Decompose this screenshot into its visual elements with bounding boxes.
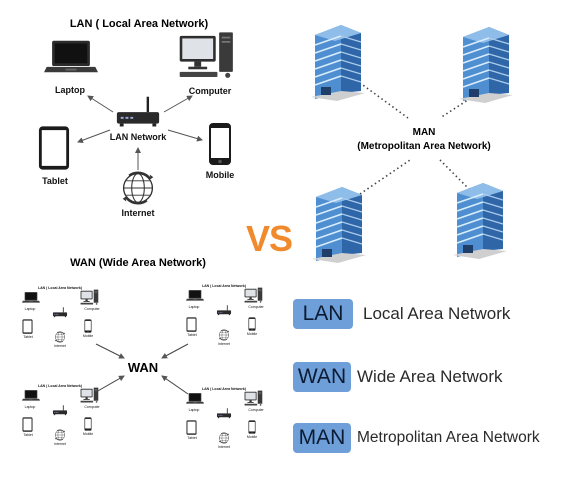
mobile-icon: [84, 319, 92, 333]
legend-badge-wan: WAN: [293, 362, 351, 392]
mobile-icon: [209, 123, 231, 165]
mini-lan-title: LAN ( Local Area Network): [202, 387, 246, 391]
laptop-icon: [186, 290, 204, 301]
mini-lan-top-right: LAN ( Local Area Network) Laptop Compute…: [186, 284, 265, 346]
router-icon: [216, 305, 232, 316]
building-icon: [311, 186, 367, 264]
building-icon: [310, 24, 366, 102]
laptop-icon: [22, 390, 40, 401]
mini-mobile-label: Mobile: [83, 334, 93, 338]
man-title-line2: (Metropolitan Area Network): [357, 141, 491, 152]
mini-lan-top-left: LAN ( Local Area Network) Laptop Compute…: [22, 286, 101, 348]
building-icon: [458, 26, 514, 104]
legend-item-lan: LAN Local Area Network: [293, 299, 510, 329]
internet-icon: [218, 329, 230, 341]
mini-internet-label: Internet: [218, 445, 230, 449]
tablet-icon: [22, 319, 33, 334]
wan-title: WAN (Wide Area Network): [70, 257, 206, 269]
mini-internet-label: Internet: [54, 344, 66, 348]
mobile-icon: [84, 417, 92, 431]
building-icon: [452, 182, 508, 260]
laptop-icon: [186, 393, 204, 404]
mini-laptop-label: Laptop: [25, 405, 36, 409]
mini-internet-label: Internet: [54, 442, 66, 446]
mini-lan-title: LAN ( Local Area Network): [202, 284, 246, 288]
mini-tablet-label: Tablet: [187, 333, 196, 337]
computer-icon: [179, 32, 233, 78]
legend-text-lan: Local Area Network: [363, 304, 511, 323]
man-title-line1: MAN: [413, 127, 436, 138]
tablet-icon: [22, 417, 33, 432]
lan-diagram: LAN ( Local Area Network) Laptop Compute…: [38, 18, 235, 218]
mobile-icon: [248, 420, 256, 434]
lan-network-label: LAN Network: [110, 132, 167, 142]
internet-icon: [54, 331, 66, 343]
internet-icon: [121, 171, 155, 205]
tablet-label: Tablet: [42, 176, 68, 186]
man-diagram: MAN (Metropolitan Area Network): [310, 24, 514, 264]
computer-icon: [244, 390, 263, 406]
mini-laptop-label: Laptop: [189, 408, 200, 412]
laptop-label: Laptop: [55, 85, 85, 95]
mini-internet-label: Internet: [218, 342, 230, 346]
router-icon: [116, 96, 160, 127]
legend-badge-lan: LAN: [293, 299, 353, 329]
computer-icon: [80, 387, 99, 403]
mini-computer-label: Computer: [248, 305, 264, 309]
mini-mobile-label: Mobile: [83, 432, 93, 436]
mini-lan-title: LAN ( Local Area Network): [38, 384, 82, 388]
laptop-icon: [44, 40, 98, 73]
mini-tablet-label: Tablet: [187, 436, 196, 440]
internet-icon: [218, 432, 230, 444]
wan-connectors: [95, 343, 189, 395]
mini-lan-bottom-right: LAN ( Local Area Network) Laptop Compute…: [186, 387, 265, 449]
legend-badge-man: MAN: [293, 423, 351, 453]
tablet-icon: [38, 126, 70, 170]
mini-computer-label: Computer: [84, 405, 100, 409]
lan-connectors: [77, 95, 203, 170]
mini-computer-label: Computer: [248, 408, 264, 412]
computer-icon: [80, 289, 99, 305]
mini-tablet-label: Tablet: [23, 335, 32, 339]
lan-title: LAN ( Local Area Network): [70, 18, 209, 30]
internet-icon: [54, 429, 66, 441]
mini-mobile-label: Mobile: [247, 332, 257, 336]
computer-icon: [244, 287, 263, 303]
router-icon: [52, 405, 68, 416]
mini-mobile-label: Mobile: [247, 435, 257, 439]
legend-text-wan: Wide Area Network: [357, 367, 503, 386]
laptop-icon: [22, 292, 40, 303]
router-icon: [52, 307, 68, 318]
wan-center-label: WAN: [128, 360, 158, 375]
legend-item-man: MAN Metropolitan Area Network: [293, 423, 540, 453]
man-connectors: [355, 79, 477, 197]
legend-item-wan: WAN Wide Area Network: [293, 362, 503, 392]
wan-diagram: WAN (Wide Area Network) WAN LAN ( Local …: [22, 257, 265, 449]
tablet-icon: [186, 317, 197, 332]
computer-label: Computer: [189, 86, 232, 96]
vs-label: VS: [246, 218, 293, 259]
tablet-icon: [186, 420, 197, 435]
mini-lan-title: LAN ( Local Area Network): [38, 286, 82, 290]
router-icon: [216, 408, 232, 419]
mini-laptop-label: Laptop: [189, 305, 200, 309]
mini-laptop-label: Laptop: [25, 307, 36, 311]
mini-tablet-label: Tablet: [23, 433, 32, 437]
mobile-label: Mobile: [206, 170, 235, 180]
mobile-icon: [248, 317, 256, 331]
mini-computer-label: Computer: [84, 307, 100, 311]
internet-label: Internet: [121, 208, 154, 218]
legend-text-man: Metropolitan Area Network: [357, 429, 540, 446]
mini-lan-bottom-left: LAN ( Local Area Network) Laptop Compute…: [22, 384, 101, 446]
